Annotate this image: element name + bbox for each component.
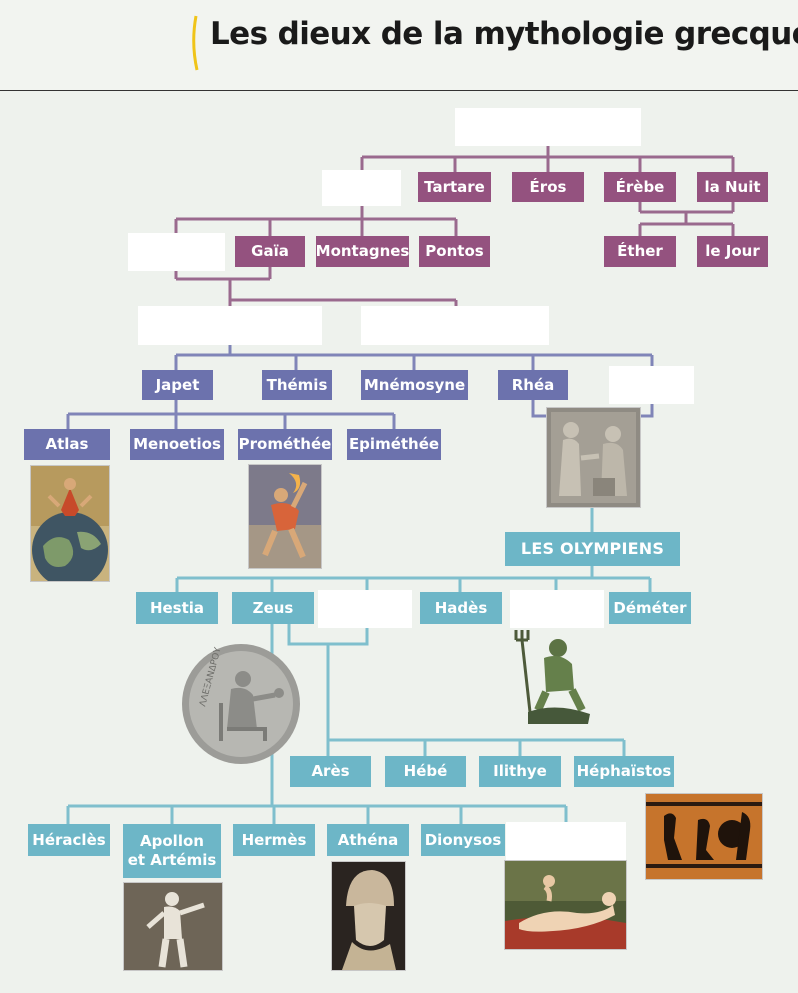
promethee-image [248,464,322,569]
box-montagnes: Montagnes [316,236,409,267]
box-promethee: Prométhée [238,429,332,460]
box-hebe: Hébé [385,756,466,787]
box-rhea: Rhéa [498,370,568,400]
black-figure-vase-icon [646,794,762,879]
silver-coin-icon: ΛΛΕΞΑΝΔΡΟΥ [182,644,300,764]
blank-label-left [128,233,225,271]
box-gaia: Gaïa [235,236,305,267]
trident-statue-icon [514,630,590,724]
page-header: Les dieux de la mythologie grecque [0,0,798,91]
zeus-coin: ΛΛΕΞΑΝΔΡΟΥ [181,643,301,765]
box-menoetios: Menoetios [130,429,224,460]
artemis-label: et Artémis [127,851,217,869]
box-ilithye: Ilithye [479,756,561,787]
blank-label-chaos [455,108,641,146]
blank-label-poseidon [510,590,604,628]
helmet-bust-icon [332,862,405,970]
box-nuit: la Nuit [697,172,768,202]
box-zeus: Zeus [232,592,314,624]
atlas-image [30,465,110,582]
hephaistos-image [645,793,763,880]
box-tartare: Tartare [418,172,491,202]
blank-label-aphrodite [506,822,626,860]
aphrodite-image [504,860,627,950]
blank-label-titans [138,306,322,345]
box-ether: Éther [604,236,676,267]
box-erebe: Érèbe [604,172,676,202]
blank-label-ouranos [322,170,401,206]
apollon-label: Apollon [140,832,204,851]
apollon-image [123,882,223,971]
box-eros: Éros [512,172,584,202]
athena-image [331,861,406,971]
reclining-painting-icon [505,861,626,949]
relief-sculpture-icon [547,408,640,507]
box-themis: Thémis [262,370,332,400]
atlas-globe-icon [31,466,109,581]
blank-label-hera [318,590,412,628]
box-les-olympiens: LES OLYMPIENS [505,532,680,566]
box-dionysos: Dionysos [421,824,505,856]
prometheus-fire-icon [249,465,321,568]
box-atlas: Atlas [24,429,110,460]
box-demeter: Déméter [609,592,691,624]
box-jour: le Jour [697,236,768,267]
box-ares: Arès [290,756,371,787]
box-hestia: Hestia [136,592,218,624]
box-japet: Japet [142,370,213,400]
marble-statue-icon [124,883,222,970]
box-athena: Athéna [327,824,409,856]
blank-label-titans-2 [361,306,549,345]
page-title: Les dieux de la mythologie grecque [210,16,798,52]
box-hades: Hadès [420,592,502,624]
box-heracles: Héraclès [28,824,110,856]
box-pontos: Pontos [419,236,490,267]
box-hephaistos: Héphaïstos [574,756,674,787]
box-mnemosyne: Mnémosyne [361,370,468,400]
box-hermes: Hermès [233,824,315,856]
title-accent-icon [192,15,199,71]
blank-label-cronos [609,366,694,404]
box-apollon-artemis: Apollon et Artémis [123,824,221,878]
rhea-image [546,407,641,508]
poseidon-image [508,628,603,728]
box-epimethee: Epiméthée [347,429,441,460]
